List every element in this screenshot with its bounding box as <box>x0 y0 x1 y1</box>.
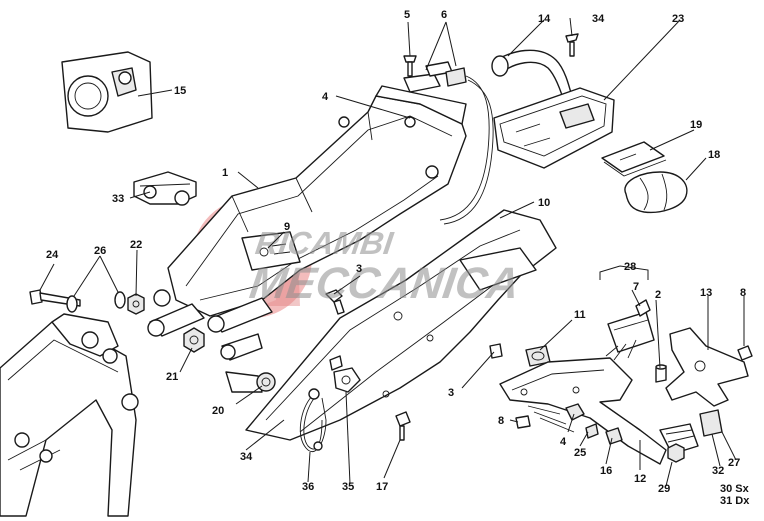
part-23-battery-box <box>493 87 615 169</box>
callout-6: 6 <box>441 9 447 21</box>
part-9-label <box>241 231 301 271</box>
leader-lines <box>39 17 745 487</box>
callout-34b: 34 <box>240 451 253 463</box>
part-10-undertray <box>245 209 557 441</box>
part-6-cable-lock <box>403 61 494 225</box>
callout-labels: 1 2 3 3 4 4 5 6 7 8 8 9 10 11 12 13 14 1… <box>46 9 750 507</box>
watermark-text: RICAMBI MECCANICA <box>247 225 523 308</box>
part-2-spacer <box>655 364 667 383</box>
part-35-terminal <box>333 367 361 393</box>
callout-24: 24 <box>46 249 59 261</box>
callout-8: 8 <box>498 415 504 427</box>
callout-31: 31 Dx <box>720 495 750 507</box>
rear-mount-pivots <box>147 289 276 393</box>
callout-3: 3 <box>356 263 362 275</box>
callout-22: 22 <box>130 239 142 251</box>
callout-14: 14 <box>538 13 551 25</box>
callout-25: 25 <box>574 447 586 459</box>
main-frame <box>0 313 139 517</box>
callout-19: 19 <box>690 119 702 131</box>
part-36-ground-cable <box>299 388 327 452</box>
callout-4b: 4 <box>560 436 567 448</box>
part-29-nut <box>667 443 685 463</box>
callout-13: 13 <box>700 287 712 299</box>
fastener-cluster <box>325 289 623 445</box>
callout-1: 1 <box>222 167 228 179</box>
callout-27: 27 <box>728 457 740 469</box>
part-18-tool-bag <box>624 171 688 214</box>
callout-33: 33 <box>112 193 124 205</box>
watermark-line1: RICAMBI <box>253 225 396 261</box>
callout-11: 11 <box>574 309 586 321</box>
part-32-reflector <box>699 409 723 437</box>
callout-35: 35 <box>342 481 354 493</box>
callout-30: 30 Sx <box>720 483 750 495</box>
callout-34: 34 <box>592 13 605 25</box>
callout-10: 10 <box>538 197 550 209</box>
callout-7: 7 <box>633 281 639 293</box>
callout-9: 9 <box>284 221 290 233</box>
part-13-plate-holder <box>665 327 749 407</box>
callout-16: 16 <box>600 465 612 477</box>
part-21-nut <box>183 327 205 353</box>
callout-36: 36 <box>302 481 314 493</box>
callout-3b: 3 <box>448 387 454 399</box>
watermark-line2: MECCANICA <box>247 259 523 308</box>
part-22-nut <box>127 293 145 315</box>
callout-23: 23 <box>672 13 684 25</box>
callout-32: 32 <box>712 465 724 477</box>
callout-26: 26 <box>94 245 106 257</box>
callout-5: 5 <box>404 9 410 21</box>
callout-29: 29 <box>658 483 670 495</box>
callout-8b: 8 <box>740 287 746 299</box>
part-5-screw <box>403 55 417 77</box>
part-33-bracket <box>133 171 197 206</box>
callout-20: 20 <box>212 405 224 417</box>
callout-15: 15 <box>174 85 186 97</box>
part-19-manual <box>601 141 667 177</box>
callout-4: 4 <box>322 91 329 103</box>
part-34-screw-top <box>565 33 579 57</box>
part-28-connector <box>605 311 655 361</box>
callout-2: 2 <box>655 289 661 301</box>
callout-17: 17 <box>376 481 388 493</box>
part-15-side-cover <box>61 51 153 133</box>
callout-12: 12 <box>634 473 646 485</box>
part-8-screw-right <box>737 345 753 361</box>
part-26-washers <box>66 291 126 313</box>
callout-21: 21 <box>166 371 178 383</box>
callout-28: 28 <box>624 261 636 273</box>
callout-18: 18 <box>708 149 720 161</box>
